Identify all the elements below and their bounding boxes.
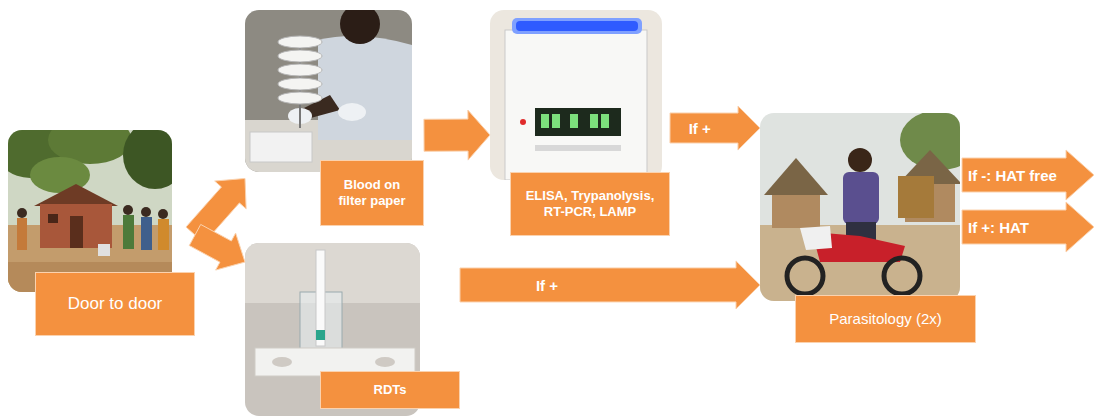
step-label: Door to door <box>35 272 195 336</box>
photo-step: Door to door <box>8 130 195 340</box>
photo-step: ELISA, Trypanolysis, RT-PCR, LAMP <box>490 10 670 236</box>
outcome-arrow <box>962 202 1094 252</box>
step-label: Parasitology (2x) <box>795 295 976 343</box>
village-photo <box>8 130 172 292</box>
photo-step: RDTs <box>245 243 460 413</box>
step-text: Blood on filter paper <box>329 177 415 208</box>
flow-arrow <box>460 261 760 309</box>
flow-arrow <box>189 224 245 270</box>
device-photo <box>490 10 662 180</box>
photo-step: Parasitology (2x) <box>760 113 976 345</box>
arrow-label: If + <box>536 276 558 293</box>
step-text: Parasitology (2x) <box>829 310 942 328</box>
flow-arrow <box>670 106 760 150</box>
step-label: Blood on filter paper <box>320 160 424 226</box>
motorbike-photo <box>760 113 960 301</box>
flow-arrow <box>424 110 490 160</box>
step-text: Door to door <box>68 294 163 314</box>
step-text: ELISA, Trypanolysis, RT-PCR, LAMP <box>519 188 661 219</box>
step-label: RDTs <box>320 371 460 409</box>
arrow-label: If + <box>689 120 711 137</box>
outcome-label: If -: HAT free <box>968 167 1057 184</box>
step-label: ELISA, Trypanolysis, RT-PCR, LAMP <box>510 172 670 236</box>
lab-photo <box>245 10 412 172</box>
outcome-arrow <box>962 150 1094 200</box>
outcome-label: If +: HAT <box>968 219 1029 236</box>
step-text: RDTs <box>374 382 407 398</box>
photo-step: Blood on filter paper <box>245 10 424 226</box>
